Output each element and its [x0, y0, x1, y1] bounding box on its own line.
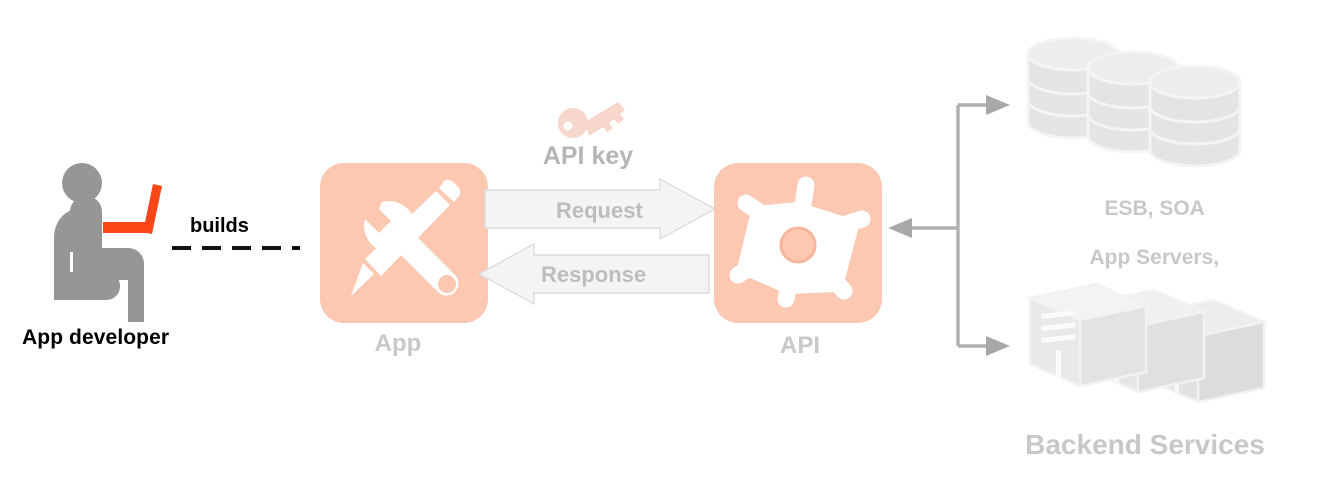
backend-target-line-2: App Servers, — [1089, 246, 1220, 270]
app-node-label: App — [374, 330, 422, 357]
request-arrow — [484, 177, 717, 241]
builds-label: builds — [190, 215, 249, 237]
app-node-tile[interactable] — [320, 163, 488, 323]
response-label: Response — [541, 262, 647, 287]
api-node-label: API — [779, 332, 820, 359]
arrow-right-icon — [986, 95, 1010, 115]
seated-developer-icon — [54, 163, 144, 322]
api-node-tile[interactable] — [714, 163, 882, 323]
backend-target-line-1: ESB, SOA — [1104, 196, 1205, 220]
arrow-left-icon — [888, 218, 912, 238]
block-arrow-right-icon — [484, 177, 717, 241]
builds-dashed-connector — [172, 246, 300, 250]
wrench-and-pencil-icon — [351, 179, 461, 296]
server-racks-icon — [1025, 282, 1269, 404]
backend-connectors — [888, 88, 1020, 368]
request-label: Request — [556, 198, 643, 223]
backend-services-caption: Backend Services — [1025, 429, 1265, 460]
app-developer-figure — [40, 160, 190, 322]
orange-laptop-icon — [103, 184, 162, 234]
database-cylinders-icon — [1022, 36, 1272, 168]
arrow-right-icon — [986, 336, 1010, 356]
response-arrow — [477, 242, 710, 306]
api-key-icon — [556, 96, 628, 140]
app-developer-label: App developer — [22, 326, 170, 349]
api-key-label: API key — [542, 142, 634, 170]
api-star-burst-icon — [729, 176, 871, 308]
block-arrow-left-icon — [477, 242, 710, 306]
